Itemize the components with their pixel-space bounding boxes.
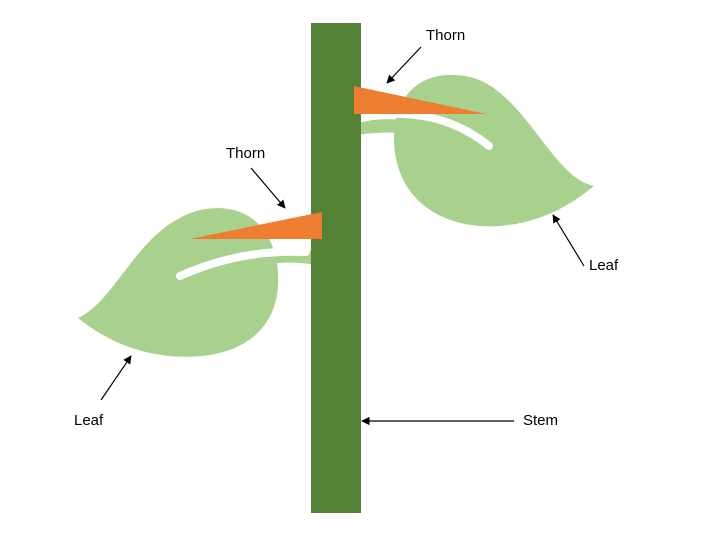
stem: [311, 23, 361, 513]
arrow-thorn-left: [250, 167, 286, 209]
leaf-left-vein: [176, 247, 310, 280]
arrow-thorn-top: [386, 46, 422, 84]
thorn-label-left: Thorn: [226, 145, 266, 162]
thorn-label-top: Thorn: [426, 27, 466, 44]
leaf-right-stalk: [346, 119, 470, 142]
stem-label: Stem: [523, 412, 559, 429]
thorn-right: [354, 86, 486, 114]
leaf-right-vein: [358, 109, 493, 150]
arrow-leaf-right: [552, 214, 585, 267]
leaf-right-blade: [393, 74, 594, 227]
leaf-left: [78, 208, 326, 357]
leaf-label-left: Leaf: [74, 412, 104, 429]
leaf-label-right: Leaf: [589, 257, 619, 274]
thorn-left: [190, 212, 322, 239]
leaf-left-blade: [78, 208, 279, 357]
arrow-leaf-left: [100, 355, 132, 401]
